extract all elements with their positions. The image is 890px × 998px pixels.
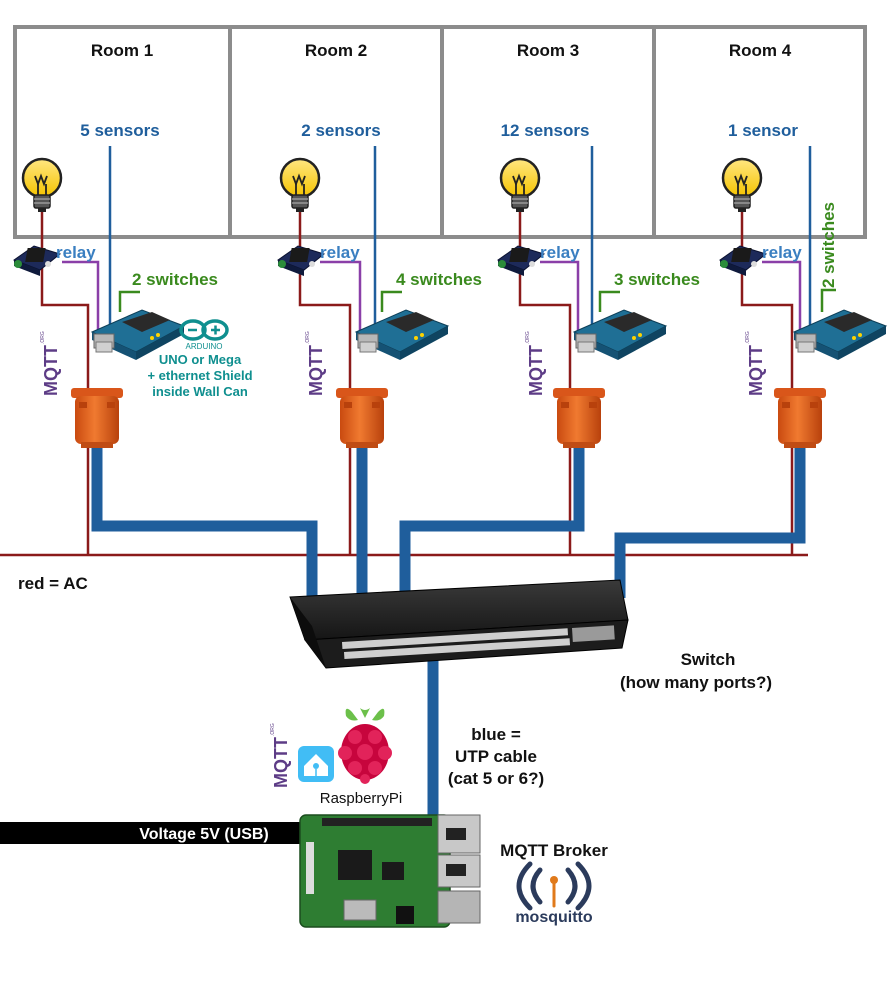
mosquitto-text: mosquitto	[515, 909, 593, 926]
svg-text:MQTT: MQTT	[41, 345, 61, 396]
room-1-title: Room 1	[91, 41, 153, 60]
relay-module-icon	[719, 245, 767, 277]
room-4-sensors: 1 sensor	[728, 121, 798, 140]
arduino-caption-line3: inside Wall Can	[152, 384, 248, 399]
relay-control-wires	[62, 260, 802, 335]
arduino-ethernet-board-icon	[793, 309, 887, 361]
relay-label: relay	[320, 243, 360, 262]
broker-label: MQTT Broker	[500, 841, 608, 860]
wall-can-icon	[553, 388, 605, 448]
arduino-ethernet-board-icon	[355, 309, 449, 361]
raspberry-pi-board-icon	[299, 814, 481, 928]
legend-utp-line2: UTP cable	[455, 747, 537, 766]
svg-text:MQTT: MQTT	[271, 737, 291, 788]
utp-cables	[91, 440, 806, 822]
mqtt-logo-icon: MQTT .ORG	[745, 331, 766, 396]
mosquitto-logo-icon	[516, 861, 592, 911]
wall-can-icon	[774, 388, 826, 448]
voltage-label: Voltage 5V (USB)	[139, 826, 269, 843]
light-bulb-icon	[499, 157, 541, 214]
room-4-switches: 2 switches	[819, 202, 838, 288]
switch-label-line1: Switch	[681, 650, 736, 669]
raspberry-pi-label: RaspberryPi	[320, 790, 403, 807]
svg-text:MQTT: MQTT	[746, 345, 766, 396]
legend-utp-line1: blue =	[471, 725, 521, 744]
mqtt-logo-icon: MQTT .ORG	[305, 331, 326, 396]
relay-label: relay	[56, 243, 96, 262]
relay-module-icon	[13, 245, 61, 277]
switch-label-line2: (how many ports?)	[620, 673, 772, 692]
rooms-frame	[13, 25, 867, 239]
mqtt-logo-icon: MQTT .ORG	[270, 723, 291, 788]
mqtt-logo-icon: MQTT .ORG	[525, 331, 546, 396]
light-bulb-icon	[721, 157, 763, 214]
light-bulb-icon	[279, 157, 321, 214]
room-4-title: Room 4	[729, 41, 792, 60]
relay-module-icon	[497, 245, 545, 277]
relay-label: relay	[762, 243, 802, 262]
arduino-logo-text: ARDUINO	[186, 342, 223, 351]
room-2-title: Room 2	[305, 41, 367, 60]
wall-can-icon	[71, 388, 123, 448]
room-1-switches: 2 switches	[132, 270, 218, 289]
svg-text:.ORG: .ORG	[40, 331, 46, 344]
wall-can-icon	[336, 388, 388, 448]
light-bulb-icon	[21, 157, 63, 214]
room-3-title: Room 3	[517, 41, 579, 60]
svg-text:.ORG: .ORG	[525, 331, 531, 344]
svg-text:MQTT: MQTT	[306, 345, 326, 396]
room-2-switches: 4 switches	[396, 270, 482, 289]
relay-module-icon	[277, 245, 325, 277]
legend-ac: red = AC	[18, 574, 88, 593]
room-3-sensors: 12 sensors	[501, 121, 590, 140]
legend-utp-line3: (cat 5 or 6?)	[448, 769, 544, 788]
ac-wires	[0, 212, 808, 557]
arduino-logo-icon	[179, 319, 229, 341]
room-2-sensors: 2 sensors	[301, 121, 380, 140]
mqtt-logo-icon: MQTT .ORG	[40, 331, 61, 399]
network-switch-icon	[289, 579, 629, 669]
svg-text:.ORG: .ORG	[305, 331, 311, 344]
raspberry-pi-logo-icon	[338, 708, 392, 784]
home-assistant-logo-icon	[298, 746, 334, 782]
arduino-ethernet-board-icon	[573, 309, 667, 361]
room-1-sensors: 5 sensors	[80, 121, 159, 140]
relay-label: relay	[540, 243, 580, 262]
switch-wires	[118, 288, 836, 312]
svg-text:MQTT: MQTT	[526, 345, 546, 396]
svg-text:.ORG: .ORG	[270, 723, 276, 736]
svg-text:.ORG: .ORG	[745, 331, 751, 344]
sensor-wires	[108, 146, 812, 330]
arduino-caption-line1: UNO or Mega	[159, 352, 242, 367]
arduino-caption-line2: + ethernet Shield	[147, 368, 252, 383]
voltage-bar	[0, 822, 300, 844]
room-3-switches: 3 switches	[614, 270, 700, 289]
